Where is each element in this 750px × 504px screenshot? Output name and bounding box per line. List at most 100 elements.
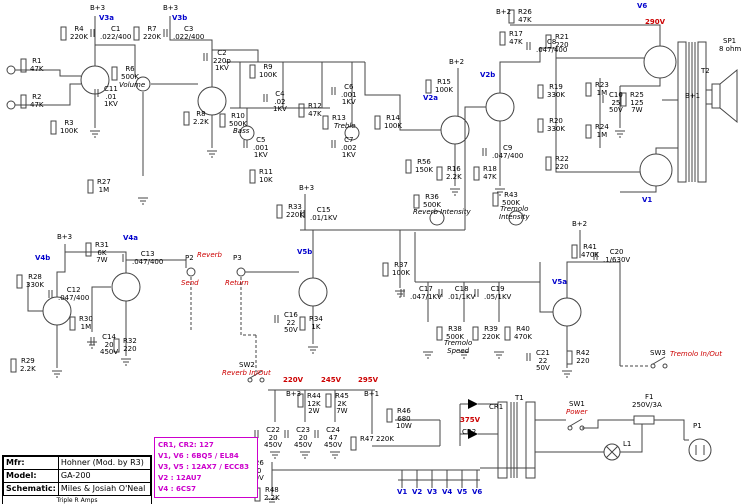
schematic-label: Treble — [334, 122, 356, 130]
resistor-symbol — [16, 274, 23, 289]
resistor-symbol — [322, 115, 329, 130]
schematic-label: R48 2.2K — [264, 486, 280, 502]
info-value: Miles & Josiah O'Neal — [57, 482, 152, 496]
schematic-label: C10 25 50V — [609, 91, 623, 114]
schematic-label: SW2 — [239, 361, 255, 369]
schematic-label: R4 220K — [70, 25, 88, 41]
schematic-label: C7 .002 1KV — [341, 136, 357, 159]
schematic-label: B+1 — [364, 390, 380, 398]
schematic-label: P1 — [693, 422, 702, 430]
info-table-row: Schematic:Miles & Josiah O'Neal — [3, 482, 152, 496]
schematic-label: V1 — [397, 488, 408, 496]
schematic-label: C1 .022/400 — [100, 25, 132, 41]
ground-symbol — [494, 351, 504, 359]
resistor-symbol — [183, 111, 190, 126]
tube-legend-line: V2 : 12AU7 — [158, 474, 202, 482]
ground-symbol — [121, 358, 131, 366]
resistor-symbol — [60, 26, 67, 41]
schematic-label: 375V — [460, 416, 481, 424]
capacitor-symbol — [438, 289, 443, 297]
ground-symbol — [450, 188, 460, 196]
schematic-label: B+3 — [163, 4, 179, 12]
schematic-label: Tremolo Intensity — [499, 205, 530, 221]
capacitor-symbol — [526, 353, 531, 361]
schematic-label: B+3 — [57, 233, 73, 241]
resistor-symbol — [386, 408, 393, 423]
resistor-symbol — [405, 159, 412, 174]
schematic-label: R26 47K — [518, 8, 532, 24]
schematic-label: V5 — [457, 488, 468, 496]
resistor-symbol — [299, 316, 306, 331]
schematic-label: R47 220K — [360, 435, 394, 443]
schematic-label: C13 .047/400 — [132, 250, 164, 266]
schematic-label: T1 — [515, 394, 524, 402]
ground-symbol — [138, 197, 148, 205]
resistor-symbol — [249, 169, 256, 184]
schematic-label: R24 1M — [595, 123, 609, 139]
schematic-label: V4 — [442, 488, 453, 496]
schematic-label: SW3 — [650, 349, 666, 357]
schematic-label: V3b — [172, 14, 188, 22]
schematic-label: 290V — [645, 18, 666, 26]
schematic-label: V5b — [297, 248, 313, 256]
resistor-symbol — [113, 338, 120, 353]
schematic-label: R41 470K — [581, 243, 599, 259]
schematic-label: 220V — [283, 376, 304, 384]
resistor-symbol — [69, 316, 76, 331]
info-label: Schematic: — [3, 482, 59, 496]
resistor-symbol — [297, 393, 304, 408]
info-value: Hohner (Mod. by R3) — [57, 456, 152, 470]
schematic-label: R32 220 — [123, 337, 137, 353]
schematic-label: V2a — [423, 94, 439, 102]
ground-symbol — [562, 370, 572, 378]
schematic-label: 245V — [321, 376, 342, 384]
schematic-label: R44 12K 2W — [307, 392, 321, 415]
schematic-label: B+3 — [90, 4, 106, 12]
schematic-label: R39 220K — [482, 325, 500, 341]
capacitor-symbol — [593, 252, 598, 260]
schematic-label: V2b — [480, 71, 496, 79]
schematic-label: R7 220K — [143, 25, 161, 41]
schematic-label: R21 220 — [555, 33, 569, 49]
schematic-label: C23 20 450V — [294, 426, 313, 449]
schematic-label: B+2 — [449, 58, 465, 66]
tube-legend-line: CR1, CR2: 127 — [158, 441, 214, 449]
schematic-label: R14 100K — [384, 114, 402, 130]
resistor-symbol — [325, 393, 332, 408]
capacitor-symbol — [482, 148, 487, 156]
schematic-label: B+3 — [286, 390, 302, 398]
resistor-symbol — [545, 156, 552, 171]
schematic-label: P2 — [185, 254, 194, 262]
resistor-symbol — [620, 92, 627, 107]
ground-symbol — [87, 341, 97, 349]
schematic-label: C3 .022/400 — [173, 25, 205, 41]
schematic-label: Reverb Intensity — [413, 208, 471, 216]
schematic-label: R3 100K — [60, 119, 78, 135]
ground-symbol — [395, 290, 405, 298]
schematic-label: C4 .02 1KV — [273, 90, 287, 113]
schematic-label: R10 500K — [229, 112, 247, 128]
ground-symbol — [330, 451, 340, 459]
schematic-label: R33 220K — [286, 203, 304, 219]
schematic-label: V6 — [637, 2, 648, 10]
schematic-label: C20 .1/630V — [603, 248, 631, 264]
schematic-label: V4a — [123, 234, 139, 242]
schematic-label: V4b — [35, 254, 51, 262]
resistor-symbol — [374, 115, 381, 130]
info-label: Mfr: — [3, 456, 59, 470]
schematic-label: V3a — [99, 14, 115, 22]
resistor-symbol — [10, 358, 17, 373]
resistor-symbol — [219, 113, 226, 128]
schematic-label: R6 500K — [121, 65, 139, 81]
capacitor-symbol — [48, 290, 53, 298]
schematic-label: C22 20 450V — [264, 426, 283, 449]
schematic-label: R19 330K — [547, 83, 565, 99]
schematic-label: Tremolo Speed — [444, 339, 473, 355]
schematic-label: R12 47K — [308, 102, 322, 118]
capacitor-symbol — [526, 42, 531, 50]
ground-symbol — [300, 451, 310, 459]
schematic-label: R9 100K — [259, 63, 277, 79]
resistor-symbol — [537, 118, 544, 133]
